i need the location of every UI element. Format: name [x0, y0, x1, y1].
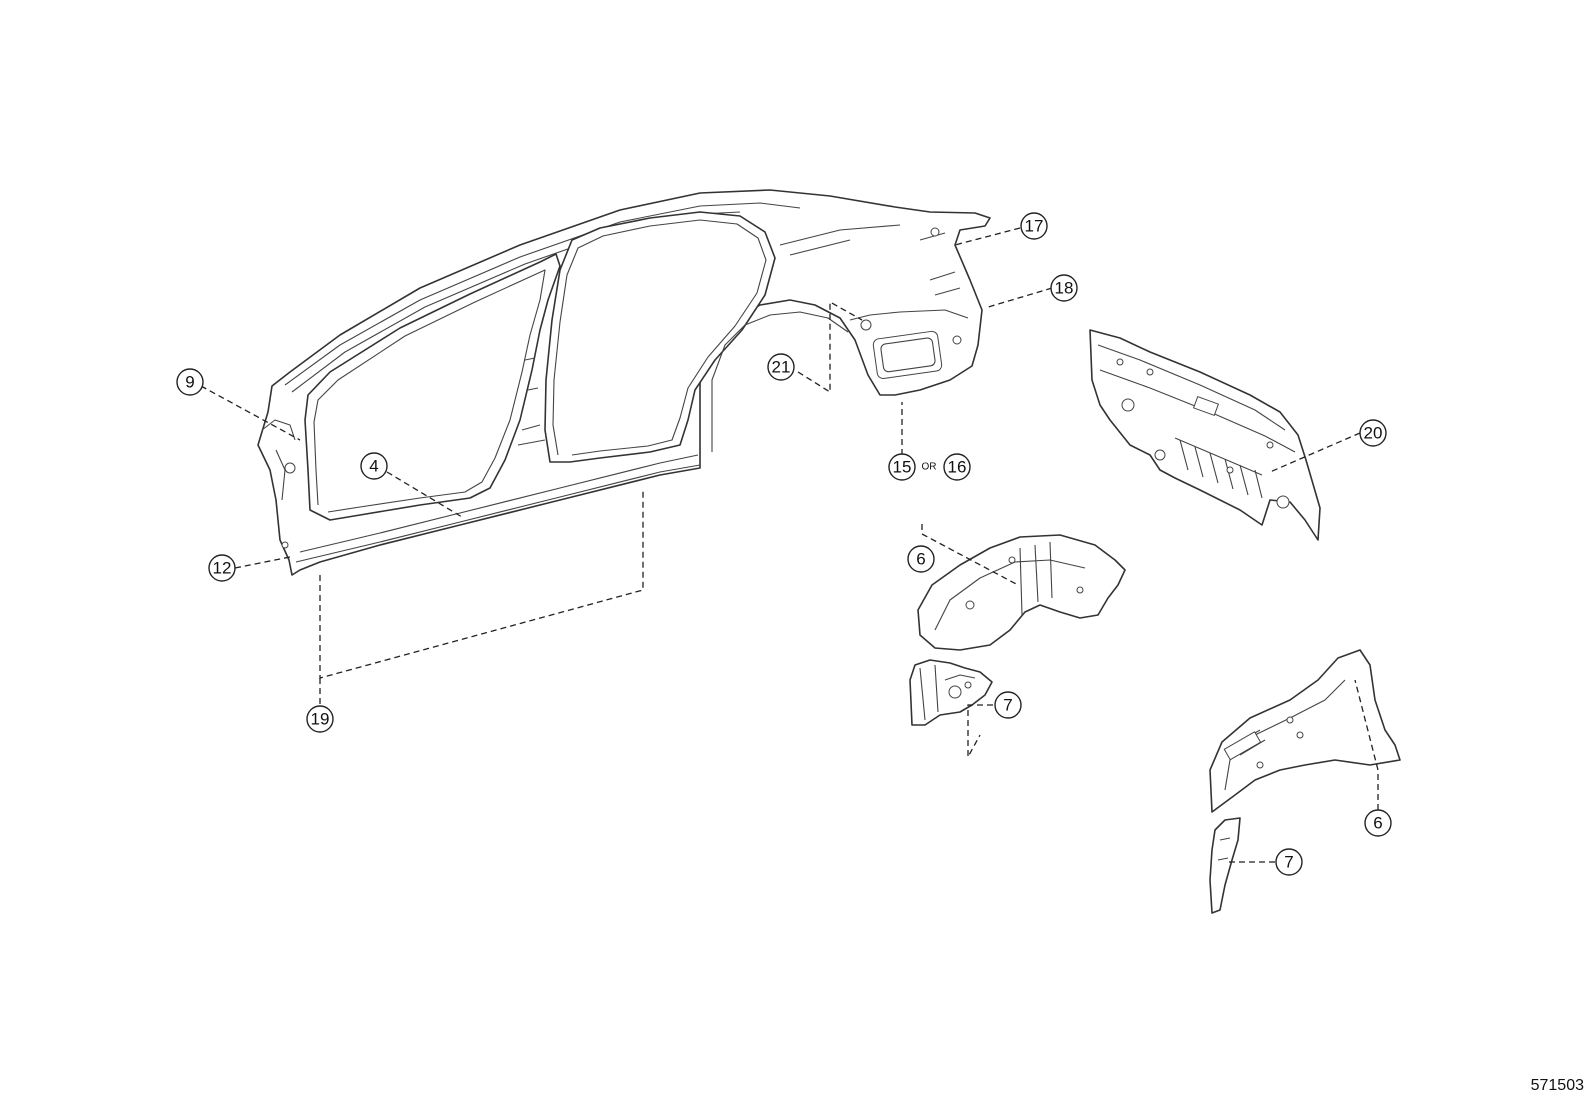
svg-text:21: 21	[772, 358, 791, 377]
callout-15: 15	[888, 453, 916, 481]
callout-6-lower: 6	[1364, 809, 1392, 837]
callout-20: 20	[1359, 419, 1387, 447]
callout-19: 19	[306, 705, 334, 733]
callout-4: 4	[360, 452, 388, 480]
svg-text:12: 12	[213, 559, 232, 578]
or-label: OR	[922, 462, 937, 473]
callout-7-lower: 7	[1275, 848, 1303, 876]
svg-text:15: 15	[893, 458, 912, 477]
rear-body-panel	[1089, 329, 1321, 541]
svg-text:20: 20	[1364, 424, 1383, 443]
svg-text:6: 6	[1373, 814, 1382, 833]
svg-text:9: 9	[185, 373, 194, 392]
reference-number: 571503	[1531, 1077, 1584, 1094]
wheelhouse-inner-lower	[1209, 817, 1241, 914]
callout-9: 9	[176, 368, 204, 396]
svg-text:7: 7	[1003, 696, 1012, 715]
svg-text:6: 6	[916, 550, 925, 569]
wheelhouse-outer-lower	[1209, 649, 1401, 813]
callout-17: 17	[1020, 212, 1048, 240]
svg-text:18: 18	[1055, 279, 1074, 298]
svg-text:19: 19	[311, 710, 330, 729]
side-outer-panel	[257, 189, 991, 576]
callout-16: 16	[943, 453, 971, 481]
svg-text:17: 17	[1025, 217, 1044, 236]
callout-12: 12	[208, 554, 236, 582]
callout-18: 18	[1050, 274, 1078, 302]
callout-7-upper: 7	[994, 691, 1022, 719]
leader-lines	[200, 227, 1379, 863]
callout-6-upper: 6	[907, 545, 935, 573]
callout-21: 21	[767, 353, 795, 381]
wheelhouse-inner-upper	[909, 659, 993, 726]
wheelhouse-outer-upper	[917, 534, 1126, 651]
svg-text:7: 7	[1284, 853, 1293, 872]
svg-text:16: 16	[948, 458, 967, 477]
svg-text:4: 4	[369, 457, 378, 476]
